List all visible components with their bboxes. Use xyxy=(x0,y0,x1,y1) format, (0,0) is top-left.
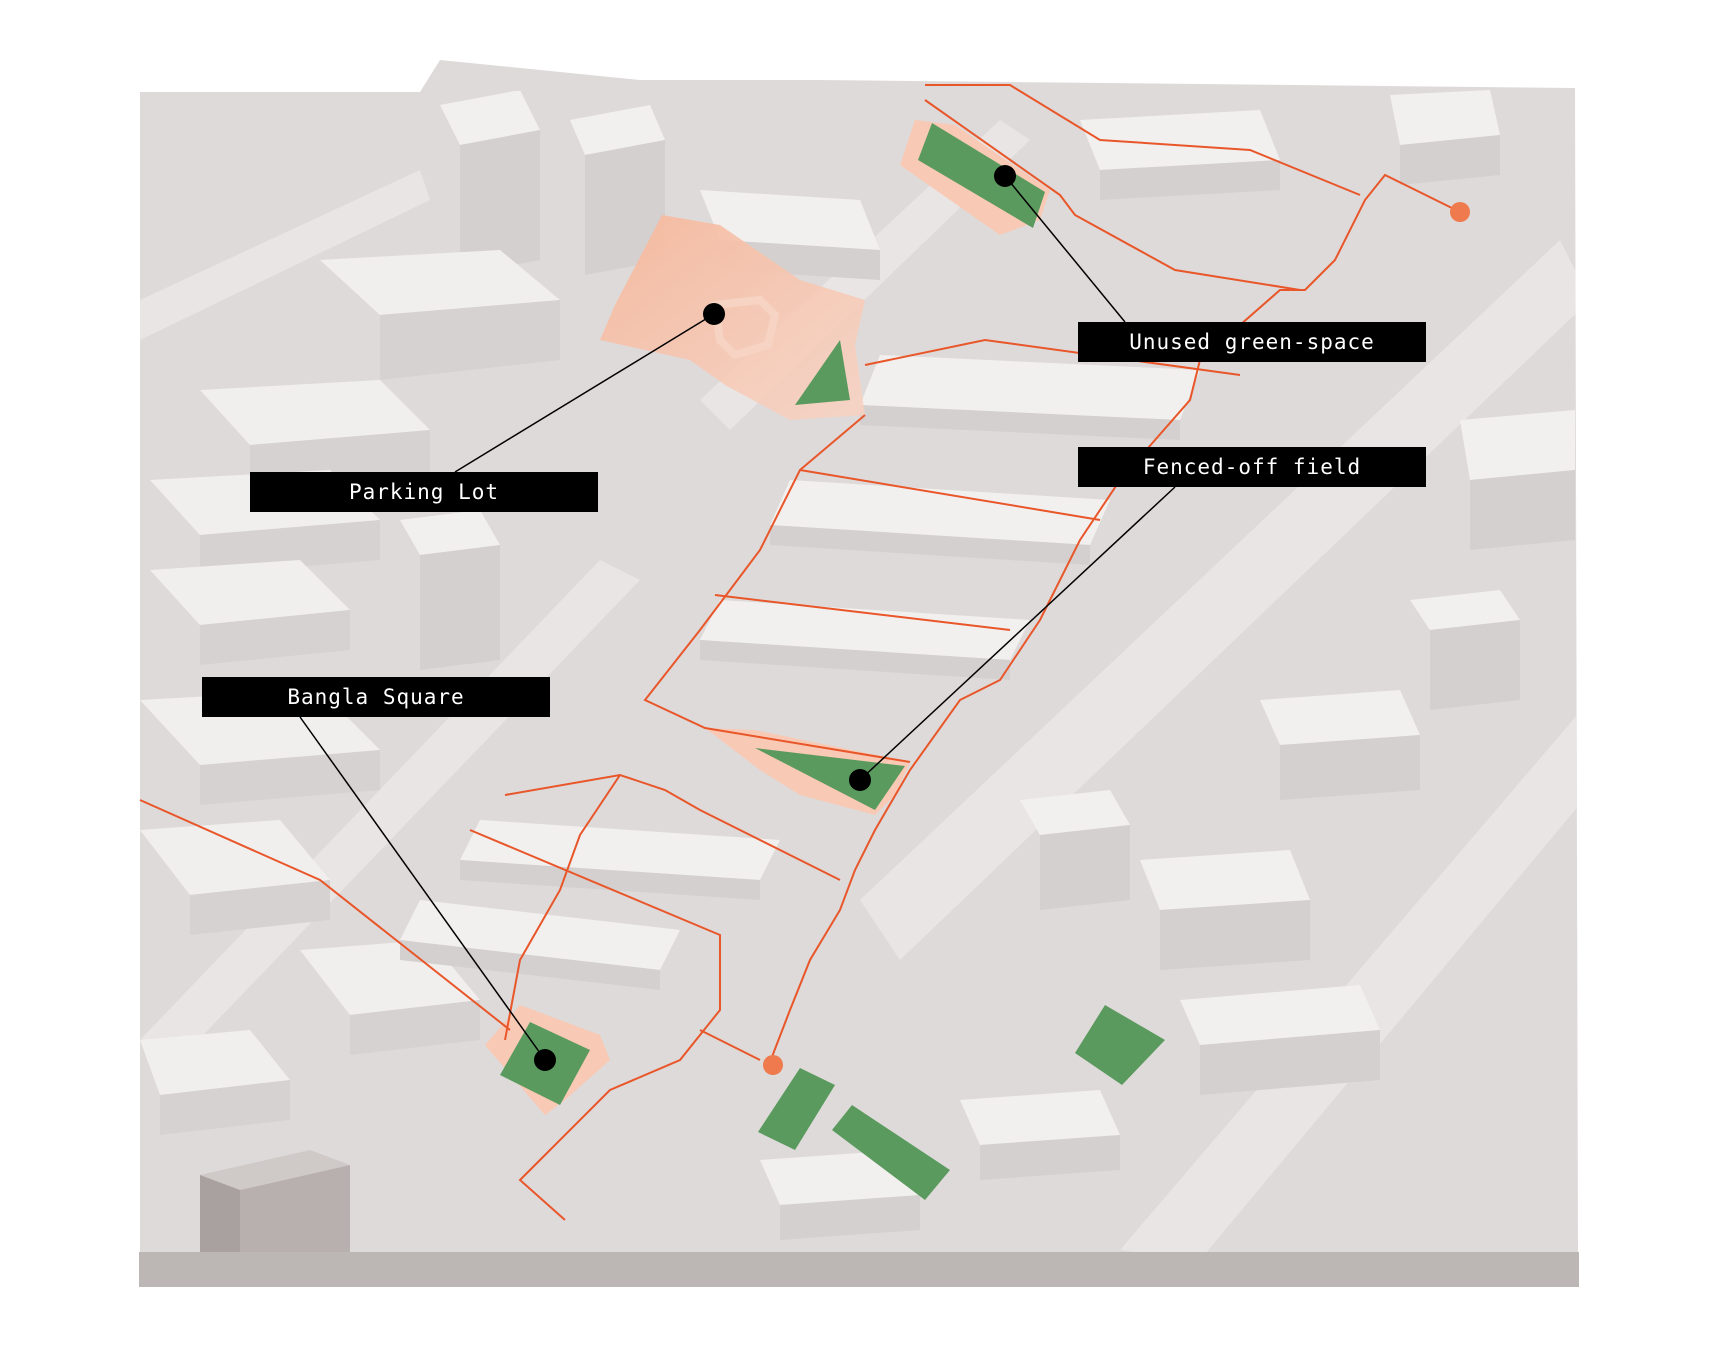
label-fenced-off-field[interactable]: Fenced-off field xyxy=(1078,447,1426,487)
building-slab-c xyxy=(320,250,560,380)
route-main-spine xyxy=(769,173,1461,1063)
street-main-diagonal xyxy=(860,240,1578,960)
green-fenced-field xyxy=(755,748,905,810)
route-lines xyxy=(139,84,1461,1221)
street-left-diagonal xyxy=(140,170,430,340)
route-middle-cross-2 xyxy=(714,594,1011,631)
building-bottom-block-h xyxy=(960,1090,1120,1180)
building-strip-5 xyxy=(400,900,680,990)
route-bottom-left xyxy=(699,1029,761,1061)
leader-parking-lot xyxy=(454,313,715,473)
building-strip-2 xyxy=(770,480,1110,565)
callout-dot-parking-lot-icon[interactable] xyxy=(703,303,725,325)
route-lower-spine xyxy=(504,774,621,1041)
route-top-boundary xyxy=(925,84,1361,196)
building-block-i xyxy=(140,820,330,935)
leader-unused-green-space xyxy=(1004,175,1126,323)
callout-dot-fenced-off-field-icon[interactable] xyxy=(849,769,871,791)
green-bottom-strip-2 xyxy=(832,1105,950,1200)
building-block-top-right-2 xyxy=(1390,90,1500,185)
building-strip-1 xyxy=(860,355,1200,440)
label-parking-lot[interactable]: Parking Lot xyxy=(250,472,598,512)
route-top-loop xyxy=(924,99,1301,291)
building-tower-b xyxy=(570,105,665,275)
leader-bangla-square xyxy=(299,716,546,1061)
route-endpoint-bottom-icon[interactable] xyxy=(763,1055,783,1075)
callout-dot-bangla-square-icon[interactable] xyxy=(534,1049,556,1071)
route-middle-cross-1 xyxy=(799,469,1101,521)
route-left-diagonal xyxy=(139,799,511,1031)
building-strip-3 xyxy=(700,600,1030,680)
green-right-block xyxy=(1075,1005,1165,1085)
route-bangla-loop xyxy=(469,829,721,1221)
parking-lot-zone xyxy=(600,215,865,420)
building-right-block-f xyxy=(1460,410,1575,550)
building-block-k xyxy=(140,1030,290,1135)
callout-dot-unused-green-space-icon[interactable] xyxy=(994,165,1016,187)
green-spaces xyxy=(500,123,1165,1200)
street-lower-diagonal xyxy=(1120,700,1578,1252)
green-unused-space xyxy=(918,123,1045,228)
route-endpoints xyxy=(763,202,1470,1075)
building-block-top-right-1 xyxy=(1080,110,1280,200)
green-bottom-strip-1 xyxy=(758,1068,835,1150)
building-strip-4 xyxy=(460,820,780,900)
building-right-block-e xyxy=(1180,985,1380,1095)
route-left-loop xyxy=(643,414,911,763)
building-right-block-c xyxy=(1140,850,1310,970)
route-upper-cross xyxy=(864,338,1241,376)
green-parking-triangle xyxy=(795,340,850,405)
building-right-tower-b xyxy=(1020,790,1130,910)
callout-dots xyxy=(534,165,1016,1071)
route-endpoint-top-right-icon[interactable] xyxy=(1450,202,1470,222)
building-tower-g xyxy=(400,510,500,670)
base-edge xyxy=(139,1252,1579,1287)
label-unused-green-space[interactable]: Unused green-space xyxy=(1078,322,1426,362)
building-tower-a xyxy=(440,90,540,275)
leader-lines xyxy=(299,175,1176,1061)
building-dark-corner xyxy=(200,1150,350,1252)
building-block-f xyxy=(150,560,350,665)
building-right-block-d xyxy=(1260,690,1420,800)
leader-fenced-off-field xyxy=(859,486,1176,781)
label-bangla-square[interactable]: Bangla Square xyxy=(202,677,550,717)
parking-lot-marking-icon xyxy=(710,295,780,360)
building-right-tower-a xyxy=(1410,590,1520,710)
route-lower-cross xyxy=(504,773,841,881)
